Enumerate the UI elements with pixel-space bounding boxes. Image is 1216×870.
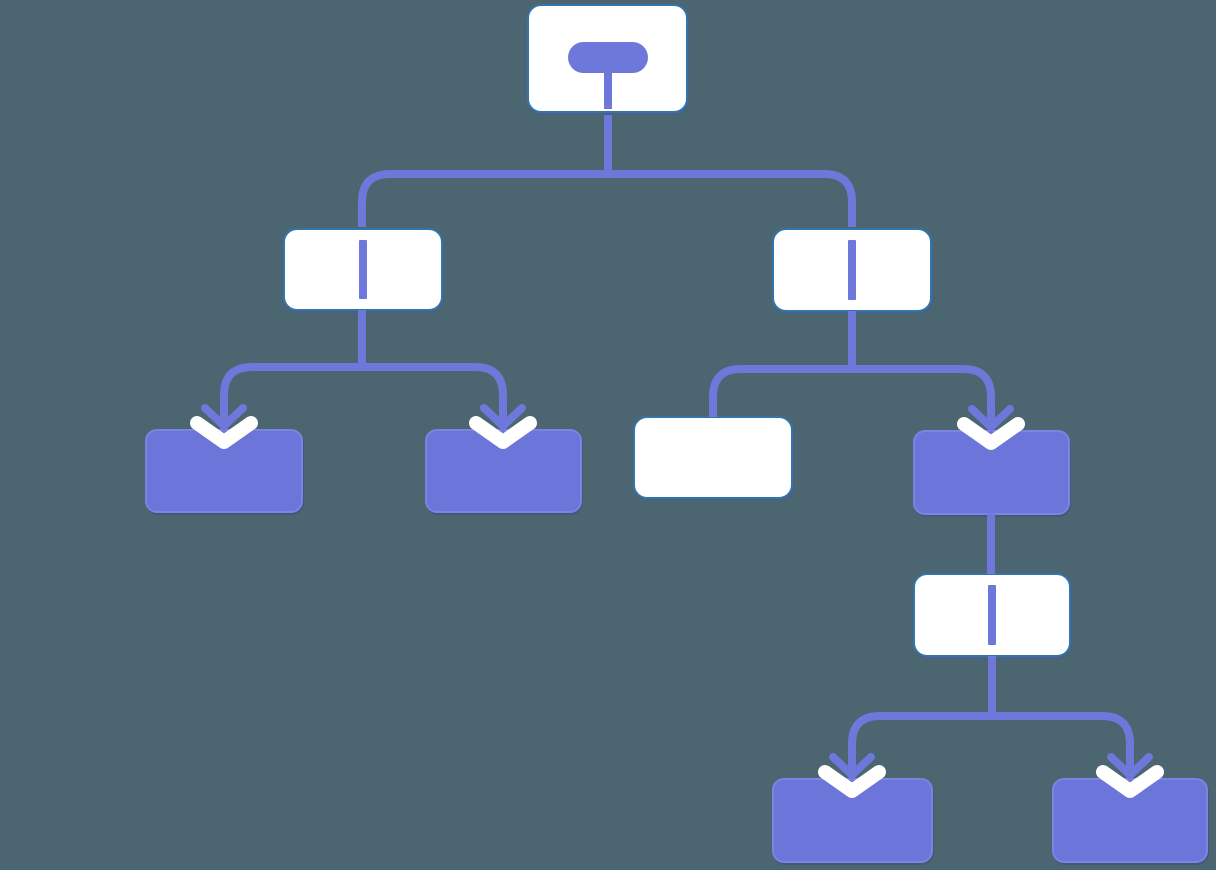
pass-through-connector-bar [848, 240, 856, 300]
tree-node-branch-bottom[interactable] [913, 573, 1071, 657]
connector-edge-rail-right-children [709, 365, 995, 421]
tree-node-branch-left[interactable] [283, 228, 443, 311]
root-topic-pill [567, 42, 648, 73]
tree-node-leaf-bottom-2[interactable] [1052, 778, 1208, 863]
arrow-v-icon [968, 405, 1014, 433]
arrow-v-icon [201, 404, 247, 432]
tree-node-leaf-left-1[interactable] [145, 429, 303, 513]
tree-node-branch-right[interactable] [772, 228, 932, 312]
tree-node-leaf-bottom-1[interactable] [772, 778, 933, 863]
tree-node-root[interactable] [527, 4, 688, 113]
tree-node-leaf-left-2[interactable] [425, 429, 582, 513]
arrow-v-icon [1107, 753, 1153, 781]
arrow-v-icon [480, 404, 526, 432]
tree-node-node-right[interactable] [913, 430, 1070, 515]
pass-through-connector-bar [359, 240, 367, 299]
arrow-v-icon [829, 753, 875, 781]
tree-node-card-empty[interactable] [633, 416, 793, 499]
pass-through-connector-bar [988, 585, 996, 645]
connector-edge-rail-to-level2 [358, 170, 856, 227]
connector-edge-rail-bottom-leaves [848, 712, 1134, 769]
connector-edge-rail-left-leaves [220, 363, 507, 420]
root-topic-stem [603, 71, 612, 109]
